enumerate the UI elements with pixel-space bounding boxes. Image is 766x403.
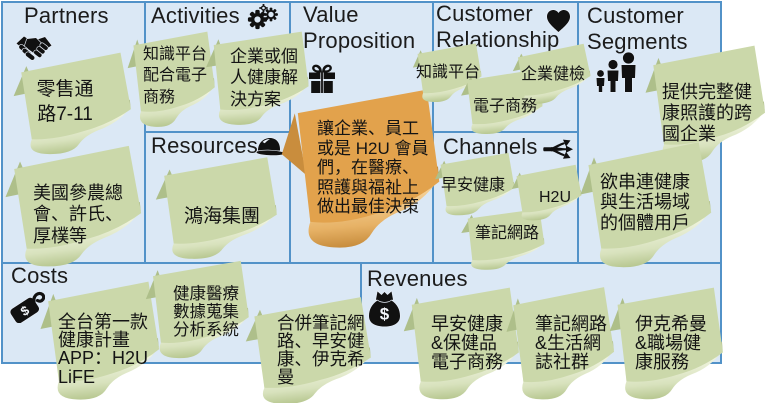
gears-icon [247, 4, 278, 30]
sticky-note-ch-h2u [511, 164, 582, 221]
sticky-note-rev-notes-network [506, 287, 615, 400]
sticky-note-text-knowledge-platform: 知識平台 配合電子 商務 [143, 45, 208, 107]
sticky-note-text-cs-individual: 欲串連健康 與生活場域 的個體用戶 [600, 171, 690, 234]
sticky-note-text-ch-notes-network: 筆記網路 [474, 225, 539, 242]
split-arrows-icon [543, 139, 573, 159]
heading-value-proposition: Value Proposition [303, 2, 416, 53]
sticky-note-retail [13, 52, 131, 155]
sticky-note-usa-partners [5, 145, 142, 267]
sticky-note-text-cost-data: 健康醫療 數據蒐集 分析系統 [173, 285, 239, 339]
sticky-note-knowledge-platform [127, 31, 215, 127]
money-bag-icon: $ [368, 290, 401, 328]
heading-revenues: Revenues [367, 266, 468, 291]
sticky-note-text-ch-h2u: H2U [538, 189, 571, 206]
sticky-note-ch-notes-network [461, 208, 545, 270]
heading-costs: Costs [11, 263, 69, 288]
sticky-note-shape [281, 89, 440, 248]
sticky-note-cost-data [145, 260, 249, 359]
sticky-note-vp-decision [281, 89, 440, 248]
sticky-note-shape [155, 157, 277, 259]
sticky-note-shape [609, 287, 723, 400]
sticky-note-shape [461, 208, 545, 270]
sticky-note-text-cost-merge: 合併筆記網 路、早安健 康、伊克希 曼 [277, 313, 365, 387]
sticky-note-text-honhai: 鴻海集團 [183, 206, 260, 227]
sticky-note-cost-app [40, 281, 160, 400]
sticky-note-shape [5, 145, 142, 267]
sticky-note-rev-morning-health [403, 287, 519, 400]
sticky-note-text-usa-partners: 美國參農總 會、許氏、 厚樸等 [33, 182, 123, 246]
sticky-note-shape [245, 297, 371, 403]
sticky-note-shape [580, 142, 712, 268]
sticky-note-cs-individual [580, 142, 712, 268]
svg-text:$: $ [380, 305, 390, 324]
sticky-note-text-cs-corporate: 提供完整健 康照護的跨 國企業 [662, 82, 752, 144]
sticky-note-text-vp-decision: 讓企業、員工 或是 H2U 會員 們，在醫療、 照護與福祉上 做出最佳決策 [317, 119, 429, 216]
heading-channels: Channels [443, 134, 538, 159]
sticky-note-rev-icareman [609, 287, 723, 400]
sticky-note-cost-merge [245, 297, 371, 403]
sticky-note-text-cr-checkup: 企業健檢 [520, 66, 585, 83]
sticky-note-honhai [155, 157, 277, 259]
sticky-note-text-ch-morning-health: 早安健康 [440, 177, 505, 194]
sticky-note-text-rev-notes-network: 筆記網路 &生活網 誌社群 [535, 313, 607, 372]
sticky-note-shape [511, 164, 582, 221]
heading-customer-segments: Customer Segments [587, 3, 688, 54]
sticky-note-shape [206, 31, 309, 125]
sticky-note-shape [403, 287, 519, 400]
heading-resources: Resources [151, 133, 258, 158]
handshake-icon [15, 35, 53, 61]
heading-partners: Partners [24, 3, 109, 28]
sticky-note-shape [434, 152, 515, 216]
sticky-note-text-rev-icareman: 伊克希曼 &職場健 康服務 [635, 313, 707, 372]
sticky-note-shape [13, 52, 131, 155]
sticky-note-text-cost-app: 全台第一款 健康計畫 APP：H2U LiFE [58, 312, 149, 387]
price-tag-icon: $ [9, 291, 45, 323]
sticky-note-shape [127, 31, 215, 127]
sticky-note-shape [512, 43, 591, 104]
sticky-note-shape [506, 287, 615, 400]
people-icon [595, 52, 637, 93]
sticky-note-text-health-solution: 企業或個 人健康解 決方案 [230, 46, 298, 109]
sticky-note-ch-morning-health [434, 152, 515, 216]
helmet-icon [255, 137, 286, 156]
sticky-note-text-cr-ecommerce: 電子商務 [472, 98, 537, 115]
sticky-note-text-retail: 零售通 路7-11 [36, 79, 94, 125]
sticky-note-health-solution [206, 31, 309, 125]
sticky-note-shape [40, 281, 160, 400]
sticky-note-cr-knowledge [412, 43, 482, 103]
sticky-note-cr-checkup [512, 43, 591, 104]
sticky-note-text-cr-knowledge: 知識平台 [415, 64, 480, 81]
gift-icon [309, 64, 335, 93]
sticky-note-shape [145, 260, 249, 359]
heading-activities: Activities [151, 3, 240, 28]
sticky-note-shape [412, 43, 482, 103]
sticky-note-text-rev-morning-health: 早安健康 &保健品 電子商務 [431, 313, 503, 372]
heart-icon [546, 9, 571, 34]
